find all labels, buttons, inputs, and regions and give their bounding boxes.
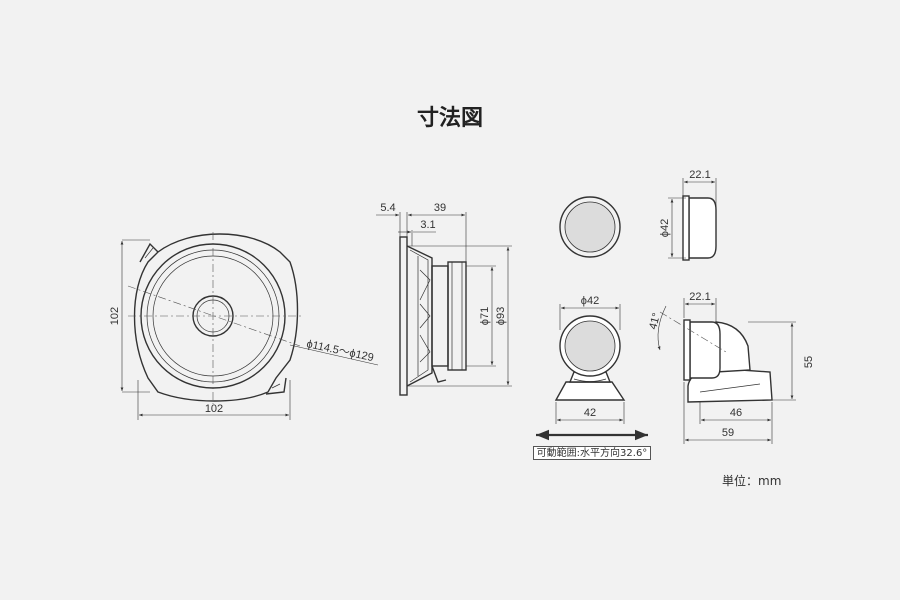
woofer-magnet-dia-label: ϕ71: [479, 307, 491, 325]
tweeter-mount-total-depth-label: 59: [722, 427, 734, 439]
woofer-height-label: 102: [109, 307, 121, 325]
tweeter-mount-side-view: [657, 298, 796, 444]
tweeter-flush-dia-label: ϕ42: [659, 219, 671, 237]
tweeter-flush-depth-label: 22.1: [689, 169, 710, 181]
tweeter-mount-base-depth-label: 46: [730, 407, 742, 419]
woofer-outer-dia-label: ϕ93: [495, 307, 507, 325]
tweeter-side-view: [668, 178, 717, 261]
woofer-width-label: 102: [205, 403, 223, 415]
tweeter-mount-base-label: 42: [584, 407, 596, 419]
movement-range-label: 可動範囲:水平方向32.6°: [533, 446, 651, 460]
tweeter-front-view: [559, 196, 621, 258]
tweeter-mount-depth-label: 22.1: [689, 291, 710, 303]
woofer-offset-label: 3.1: [420, 219, 435, 231]
woofer-flange-label: 5.4: [380, 202, 395, 214]
woofer-cutout-label: ϕ114.5～ϕ129: [305, 338, 374, 364]
tweeter-mount-angle-label: 41°: [647, 312, 663, 331]
page-title: 寸法図: [416, 106, 483, 131]
tweeter-mount-height-label: 55: [803, 356, 815, 368]
unit-label: 単位：mm: [722, 474, 782, 488]
tweeter-mount-front-view: [536, 304, 648, 441]
woofer-front-view: [120, 232, 379, 420]
woofer-side-view: [376, 212, 512, 396]
woofer-depth-label: 39: [434, 202, 446, 214]
tweeter-mount-dia-label: ϕ42: [581, 295, 599, 307]
